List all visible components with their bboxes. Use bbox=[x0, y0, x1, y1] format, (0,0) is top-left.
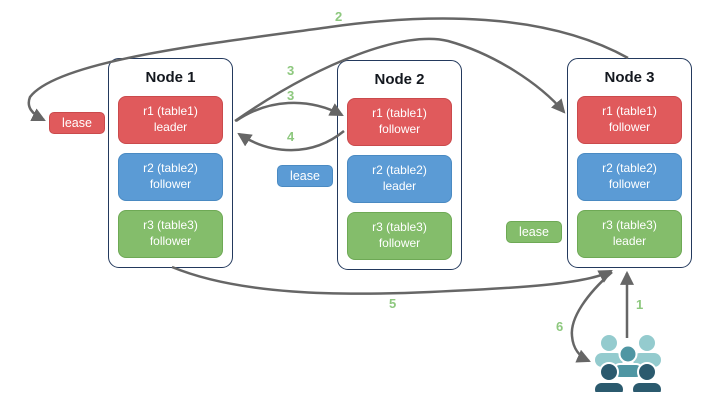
replica-name: r3 (table3) bbox=[372, 220, 427, 235]
replica-name: r1 (table1) bbox=[602, 104, 657, 119]
step-label-6: 6 bbox=[556, 319, 564, 334]
replica-role: leader bbox=[382, 179, 417, 193]
node-2-title: Node 2 bbox=[374, 71, 425, 88]
replica-role: follower bbox=[378, 236, 421, 250]
step-label-3a: 3 bbox=[287, 63, 295, 78]
node2-replica-r3: r3 (table3) follower bbox=[347, 212, 452, 260]
lease-label: lease bbox=[519, 225, 549, 239]
node1-replica-r1: r1 (table1) leader bbox=[118, 96, 223, 144]
lease-badge-table3: lease bbox=[506, 221, 562, 243]
replica-role: follower bbox=[149, 177, 192, 191]
replica-name: r2 (table2) bbox=[372, 163, 427, 178]
step-label-1: 1 bbox=[636, 297, 644, 312]
node-2-container: Node 2 r1 (table1) follower r2 (table2) … bbox=[337, 60, 462, 270]
lease-badge-table1: lease bbox=[49, 112, 105, 134]
replica-role: follower bbox=[149, 234, 192, 248]
node3-replica-r2: r2 (table2) follower bbox=[577, 153, 682, 201]
node3-replica-r1: r1 (table1) follower bbox=[577, 96, 682, 144]
node3-replica-r3: r3 (table3) leader bbox=[577, 210, 682, 258]
node2-replica-r1: r1 (table1) follower bbox=[347, 98, 452, 146]
lease-badge-table2: lease bbox=[277, 165, 333, 187]
arrow-step5-node1-to-node3 bbox=[171, 265, 613, 295]
replica-role: leader bbox=[612, 234, 647, 248]
node-1-title: Node 1 bbox=[145, 69, 196, 86]
replica-name: r3 (table3) bbox=[143, 218, 198, 233]
node-1-container: Node 1 r1 (table1) leader r2 (table2) fo… bbox=[108, 58, 233, 268]
node-3-container: Node 3 r1 (table1) follower r2 (table2) … bbox=[567, 58, 692, 268]
node2-replica-r2: r2 (table2) leader bbox=[347, 155, 452, 203]
step-label-5: 5 bbox=[389, 296, 397, 311]
replica-name: r2 (table2) bbox=[602, 161, 657, 176]
users-group-icon bbox=[593, 335, 663, 392]
step-label-2: 2 bbox=[335, 9, 343, 24]
replica-role: follower bbox=[378, 122, 421, 136]
node1-replica-r2: r2 (table2) follower bbox=[118, 153, 223, 201]
replica-role: follower bbox=[608, 177, 651, 191]
step-label-4: 4 bbox=[287, 129, 295, 144]
replica-role: follower bbox=[608, 120, 651, 134]
replica-name: r1 (table1) bbox=[372, 106, 427, 121]
replica-name: r3 (table3) bbox=[602, 218, 657, 233]
replica-name: r1 (table1) bbox=[143, 104, 198, 119]
lease-label: lease bbox=[62, 116, 92, 130]
replica-role: leader bbox=[153, 120, 188, 134]
node1-replica-r3: r3 (table3) follower bbox=[118, 210, 223, 258]
step-label-3b: 3 bbox=[287, 88, 295, 103]
arrow-step3-replicate-to-node2 bbox=[235, 101, 344, 123]
node-3-title: Node 3 bbox=[604, 69, 655, 86]
lease-label: lease bbox=[290, 169, 320, 183]
replica-name: r2 (table2) bbox=[143, 161, 198, 176]
